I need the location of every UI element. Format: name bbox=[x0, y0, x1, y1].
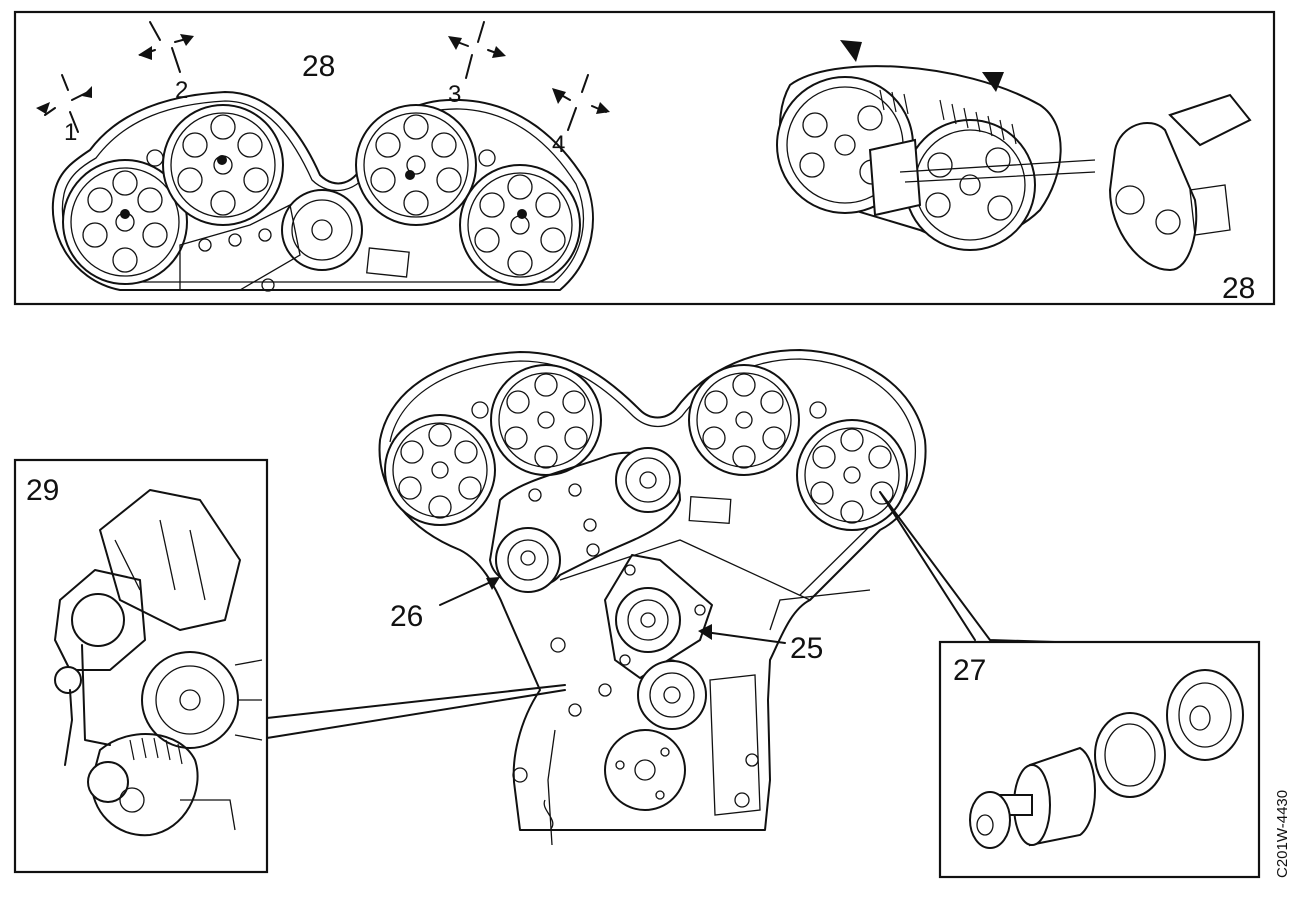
inset-29-frame bbox=[13, 458, 269, 874]
cam-mark-1: 1 bbox=[36, 74, 92, 146]
idler-stud-left bbox=[146, 149, 164, 167]
engine-cam-gear-4 bbox=[796, 419, 908, 531]
engine-front-view: 26 25 bbox=[378, 349, 927, 846]
inset-27-label: 27 bbox=[953, 654, 986, 687]
engine-cam-gear-2 bbox=[490, 364, 602, 476]
top-panel-corner-label: 28 bbox=[1222, 272, 1255, 305]
cam-locking-detail bbox=[776, 40, 1252, 272]
cam-mark-2: 2 bbox=[138, 21, 194, 104]
cam-mark-4: 4 bbox=[552, 74, 610, 158]
inset-29-label: 29 bbox=[26, 474, 59, 507]
camshaft-belt-outline bbox=[51, 91, 594, 291]
cam-mark-3: 3 bbox=[448, 21, 506, 108]
cam-gear-2 bbox=[162, 104, 284, 226]
engine-cam-gear-1 bbox=[384, 414, 496, 526]
inset-29: 29 bbox=[13, 458, 269, 874]
callout-26-label: 26 bbox=[390, 600, 423, 633]
tensioner-assembly bbox=[489, 447, 732, 593]
callout-26: 26 bbox=[390, 577, 500, 633]
crankshaft-pulley bbox=[512, 637, 761, 846]
top-panel: 1 2 3 4 28 bbox=[13, 10, 1276, 306]
inset-29-pointer bbox=[266, 684, 566, 739]
inset-27: 27 bbox=[938, 640, 1261, 879]
cam-gear-3 bbox=[355, 104, 477, 226]
top-tensioner-pulley bbox=[179, 189, 410, 292]
engine-cam-gear-3 bbox=[688, 364, 800, 476]
belt-run-lines bbox=[559, 539, 811, 601]
idler-stud-right bbox=[478, 149, 496, 167]
timing-belt-cover-inner bbox=[389, 358, 917, 596]
cover-seam bbox=[769, 589, 871, 631]
engine-stud-right bbox=[809, 401, 827, 419]
callout-25-label: 25 bbox=[790, 632, 823, 665]
cam-mark-label-2: 2 bbox=[175, 77, 188, 104]
top-panel-label: 28 bbox=[302, 50, 335, 83]
inset-27-pointer bbox=[879, 491, 1056, 643]
cam-mark-label-3: 3 bbox=[448, 81, 461, 108]
timing-belt-cover-outline bbox=[378, 349, 927, 831]
engine-stud-left bbox=[471, 401, 489, 419]
figure-code: C201W-4430 bbox=[1274, 790, 1291, 878]
cam-mark-label-4: 4 bbox=[552, 131, 565, 158]
water-pump bbox=[604, 554, 713, 679]
callout-25: 25 bbox=[698, 624, 823, 665]
cam-mark-label-1: 1 bbox=[64, 119, 77, 146]
cam-gear-4 bbox=[459, 164, 581, 286]
cam-gear-1 bbox=[62, 159, 188, 285]
